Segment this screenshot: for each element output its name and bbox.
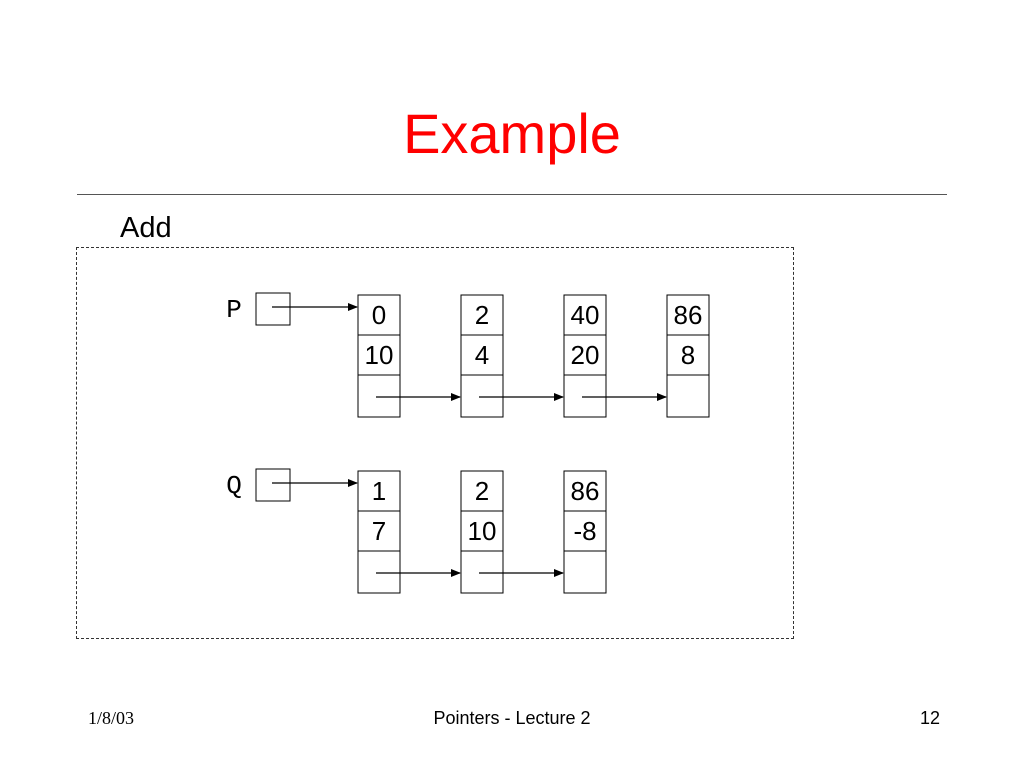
node-value-middle: -8: [573, 516, 596, 546]
node-value-middle: 4: [475, 340, 489, 370]
slide-title: Example: [403, 102, 621, 165]
node-value-top: 86: [571, 476, 600, 506]
slide-subtitle: Add: [120, 212, 172, 244]
list-node: [563, 470, 607, 594]
pointer-label: Q: [226, 471, 242, 501]
list-node: [666, 294, 710, 418]
node-value-top: 2: [475, 476, 489, 506]
node-value-top: 86: [674, 300, 703, 330]
pointer-box: [255, 292, 291, 326]
title-divider: [77, 194, 947, 195]
node-value-middle: 20: [571, 340, 600, 370]
node-value-middle: 10: [468, 516, 497, 546]
node-value-middle: 7: [372, 516, 386, 546]
node-value-middle: 8: [681, 340, 695, 370]
node-value-top: 1: [372, 476, 386, 506]
pointer-label: P: [226, 295, 242, 325]
diagram-frame: [76, 247, 794, 639]
pointer-box: [255, 468, 291, 502]
node-value-middle: 10: [365, 340, 394, 370]
node-value-top: 40: [571, 300, 600, 330]
node-value-top: 2: [475, 300, 489, 330]
node-value-top: 0: [372, 300, 386, 330]
footer-date: 1/8/03: [88, 708, 135, 728]
footer-title: Pointers - Lecture 2: [433, 708, 591, 728]
footer-page-number: 12: [919, 708, 940, 728]
